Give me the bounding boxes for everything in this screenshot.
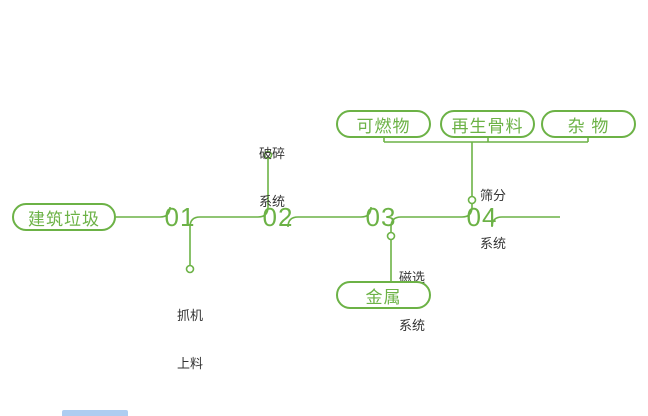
junction-dots bbox=[185, 150, 477, 274]
source-pill-construction-waste: 建筑垃圾 bbox=[12, 203, 116, 231]
bottom-partial-element bbox=[62, 410, 128, 416]
label-screening-system-line2: 系统 bbox=[480, 236, 507, 251]
screen-junction-dot bbox=[467, 195, 477, 205]
output-pill-metal: 金属 bbox=[336, 281, 431, 309]
label-grab-feeding: 抓机 上料 bbox=[162, 276, 218, 404]
step-number-04: 04 bbox=[466, 202, 498, 232]
label-crushing-system: 破碎 系统 bbox=[244, 114, 300, 242]
output-pill-miscellaneous: 杂 物 bbox=[541, 110, 636, 138]
label-crushing-system-line2: 系统 bbox=[258, 194, 285, 209]
label-magnetic-separation-line2: 系统 bbox=[399, 318, 426, 333]
crush-junction-dot bbox=[263, 150, 273, 160]
step-number-03: 03 bbox=[365, 202, 397, 232]
step-number-02: 02 bbox=[262, 202, 294, 232]
grab-junction-dot bbox=[185, 264, 195, 274]
label-screening-system: 筛分 系统 bbox=[480, 156, 506, 284]
magnet-junction-dot bbox=[386, 231, 396, 241]
output-pill-recycled-aggregate: 再生骨料 bbox=[440, 110, 535, 138]
step-number-01: 01 bbox=[164, 202, 196, 232]
output-pill-combustibles: 可燃物 bbox=[336, 110, 431, 138]
label-grab-feeding-line1: 抓机 bbox=[176, 308, 203, 323]
label-grab-feeding-line2: 上料 bbox=[176, 356, 203, 371]
label-crushing-system-line1: 破碎 bbox=[258, 146, 285, 161]
label-screening-system-line1: 筛分 bbox=[480, 188, 507, 203]
main-line-with-node-hooks bbox=[116, 206, 560, 228]
